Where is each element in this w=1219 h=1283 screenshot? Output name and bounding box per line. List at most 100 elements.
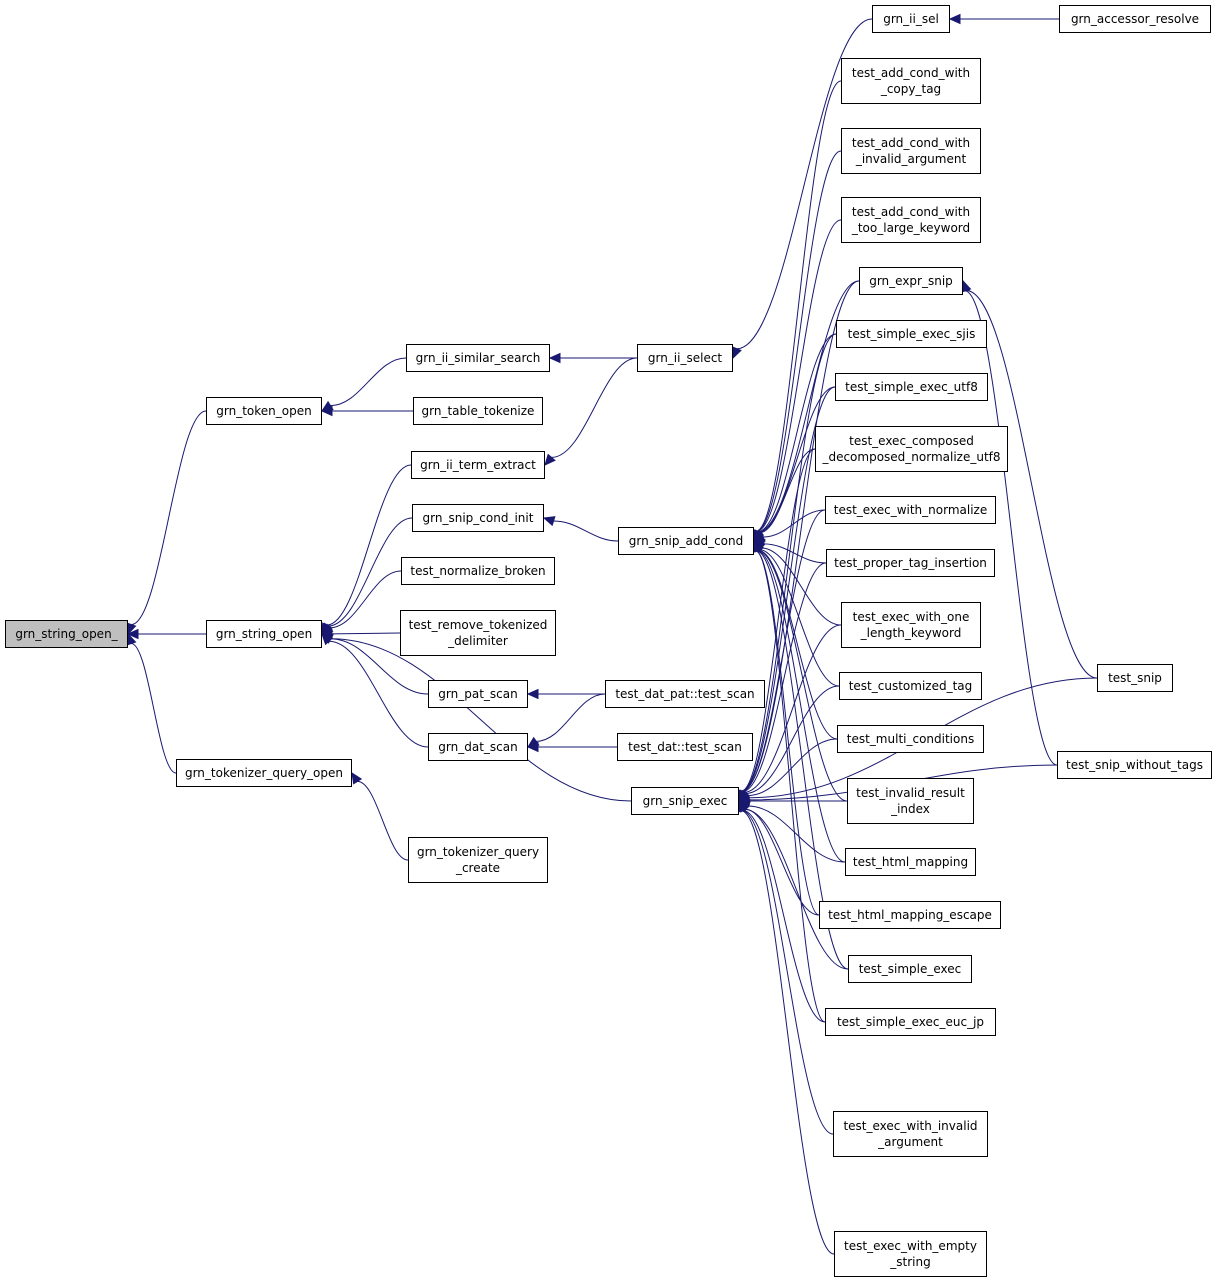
node-label-line2: _too_large_keyword bbox=[851, 221, 971, 235]
edge-test_exec_with_empty_string-to-grn_snip_exec bbox=[740, 810, 835, 1255]
node-label: grn_dat_scan bbox=[438, 740, 518, 754]
node-label: grn_token_open bbox=[216, 404, 312, 418]
edge-test_proper_tag_insertion-to-grn_snip_add_cond bbox=[763, 543, 827, 564]
node-label: test_multi_conditions bbox=[846, 732, 975, 746]
node-grn-tokenizer-query-create[interactable]: grn_tokenizer_query_create bbox=[408, 837, 548, 883]
node-label-line2: _create bbox=[455, 861, 501, 875]
edge-test_dat_pat_test_scan-to-grn_dat_scan bbox=[536, 693, 606, 742]
node-grn-accessor-resolve[interactable]: grn_accessor_resolve bbox=[1059, 5, 1211, 33]
edge-test_simple_exec_utf8-to-grn_snip_add_cond bbox=[758, 386, 836, 533]
node-label-line2: _index bbox=[891, 802, 930, 816]
edge-test_exec_with_normalize-to-grn_snip_add_cond bbox=[763, 509, 826, 538]
edge-grn_pat_scan-to-grn_string_open bbox=[330, 638, 429, 695]
node-label: test_simple_exec_sjis bbox=[847, 327, 976, 341]
node-grn-expr-snip[interactable]: grn_expr_snip bbox=[859, 267, 963, 295]
edge-test_html_mapping-to-grn_snip_exec bbox=[747, 805, 846, 863]
edge-grn_ii_similar_search-to-grn_token_open bbox=[330, 357, 407, 407]
node-test-add-cond-with-invalid-argument[interactable]: test_add_cond_with_invalid_argument bbox=[841, 128, 981, 174]
node-grn-string-open[interactable]: grn_string_open bbox=[206, 620, 322, 648]
edge-test_remove_tokenized_delimiter-to-grn_string_open bbox=[331, 632, 401, 635]
node-test-snip[interactable]: test_snip bbox=[1097, 664, 1173, 692]
node-grn-snip-cond-init[interactable]: grn_snip_cond_init bbox=[412, 504, 544, 532]
edge-grn_ii_term_extract-to-grn_string_open bbox=[326, 464, 412, 626]
node-test-exec-with-empty-string[interactable]: test_exec_with_empty_string bbox=[834, 1231, 987, 1277]
node-test-normalize-broken[interactable]: test_normalize_broken bbox=[401, 557, 555, 585]
node-label: test_dat_pat::test_scan bbox=[615, 687, 755, 701]
node-test-exec-with-invalid-argument[interactable]: test_exec_with_invalid_argument bbox=[833, 1111, 988, 1157]
edge-test_html_mapping-to-grn_snip_add_cond bbox=[756, 550, 846, 863]
node-grn-ii-sel[interactable]: grn_ii_sel bbox=[872, 5, 950, 33]
edge-test_exec_composed_decomposed_normalize_utf8-to-grn_snip_add_cond bbox=[759, 448, 816, 534]
edge-test_exec_with_one_length_keyword-to-grn_snip_add_cond bbox=[761, 547, 842, 626]
edge-test_exec_composed_decomposed_normalize_utf8-to-grn_snip_exec bbox=[740, 448, 816, 792]
node-grn-token-open[interactable]: grn_token_open bbox=[206, 397, 322, 425]
node-test-proper-tag-insertion[interactable]: test_proper_tag_insertion bbox=[826, 549, 995, 577]
node-label-line1: test_invalid_result bbox=[856, 786, 965, 800]
edge-test_html_mapping_escape-to-grn_snip_exec bbox=[744, 808, 820, 916]
node-label: grn_string_open_ bbox=[15, 627, 118, 641]
node-test-add-cond-with-copy-tag[interactable]: test_add_cond_with_copy_tag bbox=[841, 58, 981, 104]
node-grn-table-tokenize[interactable]: grn_table_tokenize bbox=[413, 397, 543, 425]
node-grn-ii-similar-search[interactable]: grn_ii_similar_search bbox=[406, 344, 550, 372]
edge-test_add_cond_with_too_large_keyword-to-grn_snip_add_cond bbox=[756, 219, 842, 532]
node-grn-string-open-underscore: grn_string_open_ bbox=[5, 620, 128, 648]
node-grn-dat-scan[interactable]: grn_dat_scan bbox=[428, 733, 528, 761]
node-test-customized-tag[interactable]: test_customized_tag bbox=[839, 672, 982, 700]
edge-test_snip_without_tags-to-grn_expr_snip bbox=[964, 290, 1058, 766]
node-test-snip-without-tags[interactable]: test_snip_without_tags bbox=[1057, 751, 1212, 779]
node-label-line1: test_remove_tokenized bbox=[408, 618, 548, 632]
edge-grn_tokenizer_query_create-to-grn_tokenizer_query_open bbox=[357, 780, 409, 861]
node-test-simple-exec-sjis[interactable]: test_simple_exec_sjis bbox=[836, 320, 987, 348]
node-test-multi-conditions[interactable]: test_multi_conditions bbox=[837, 725, 984, 753]
edge-test_exec_with_invalid_argument-to-grn_snip_exec bbox=[741, 810, 834, 1135]
edge-test_simple_exec_utf8-to-grn_snip_exec bbox=[741, 386, 836, 792]
edge-arrowhead bbox=[320, 633, 334, 644]
node-label: test_proper_tag_insertion bbox=[834, 556, 987, 570]
edge-grn_ii_select-to-grn_ii_term_extract bbox=[551, 357, 638, 458]
node-test-add-cond-with-too-large-keyword[interactable]: test_add_cond_with_too_large_keyword bbox=[841, 197, 981, 243]
edge-test_simple_exec_sjis-to-grn_snip_add_cond bbox=[757, 333, 837, 533]
node-grn-pat-scan[interactable]: grn_pat_scan bbox=[428, 680, 528, 708]
edge-grn_snip_exec-to-grn_string_open bbox=[330, 638, 632, 802]
node-label: grn_ii_term_extract bbox=[420, 458, 536, 472]
edge-test_exec_with_normalize-to-grn_snip_exec bbox=[741, 509, 826, 792]
node-label: grn_ii_select bbox=[647, 351, 723, 365]
node-grn-snip-add-cond[interactable]: grn_snip_add_cond bbox=[618, 527, 754, 555]
node-test-html-mapping-escape[interactable]: test_html_mapping_escape bbox=[819, 901, 1001, 929]
edge-test_proper_tag_insertion-to-grn_snip_exec bbox=[742, 562, 827, 793]
node-test-dat-test-scan[interactable]: test_dat::test_scan bbox=[617, 733, 753, 761]
node-label: test_snip_without_tags bbox=[1066, 758, 1203, 772]
edge-test_multi_conditions-to-grn_snip_add_cond bbox=[757, 549, 838, 740]
node-grn-ii-select[interactable]: grn_ii_select bbox=[637, 344, 733, 372]
edge-test_simple_exec-to-grn_snip_exec bbox=[744, 808, 849, 970]
node-label-line1: test_exec_composed bbox=[849, 434, 974, 448]
node-label-line2: _decomposed_normalize_utf8 bbox=[822, 450, 1001, 464]
node-grn-ii-term-extract[interactable]: grn_ii_term_extract bbox=[411, 451, 545, 479]
node-label-line2: _delimiter bbox=[448, 634, 508, 648]
node-test-exec-with-normalize[interactable]: test_exec_with_normalize bbox=[825, 496, 996, 524]
edge-arrowhead bbox=[948, 13, 961, 25]
edge-test_simple_exec_euc_jp-to-grn_snip_add_cond bbox=[755, 550, 826, 1023]
edge-arrowhead bbox=[544, 453, 556, 466]
node-test-remove-tokenized-delimiter[interactable]: test_remove_tokenized _delimiter bbox=[400, 610, 556, 656]
node-test-simple-exec-utf8[interactable]: test_simple_exec_utf8 bbox=[835, 373, 988, 401]
node-test-simple-exec[interactable]: test_simple_exec bbox=[848, 955, 972, 983]
node-test-exec-with-one-length-keyword[interactable]: test_exec_with_one_length_keyword bbox=[841, 602, 981, 648]
node-label-line2: _string bbox=[890, 1255, 931, 1269]
edge-test_simple_exec_euc_jp-to-grn_snip_exec bbox=[742, 809, 826, 1023]
edge-arrowhead bbox=[526, 741, 539, 753]
node-label: grn_ii_sel bbox=[883, 12, 939, 26]
node-grn-tokenizer-query-open[interactable]: grn_tokenizer_query_open bbox=[176, 759, 352, 787]
edge-test_customized_tag-to-grn_snip_add_cond bbox=[759, 549, 840, 687]
node-label: test_html_mapping bbox=[852, 855, 969, 869]
node-label-line1: test_add_cond_with bbox=[851, 136, 971, 150]
node-test-invalid-result-index[interactable]: test_invalid_result _index bbox=[847, 778, 974, 824]
edge-test_html_mapping_escape-to-grn_snip_add_cond bbox=[755, 550, 820, 916]
edge-test_snip-to-grn_expr_snip bbox=[966, 289, 1098, 679]
node-test-dat-pat-test-scan[interactable]: test_dat_pat::test_scan bbox=[605, 680, 765, 708]
node-test-html-mapping[interactable]: test_html_mapping bbox=[845, 848, 976, 876]
node-test-exec-composed-decomposed-normalize-utf8[interactable]: test_exec_composed _decomposed_normalize_… bbox=[815, 426, 1008, 472]
node-grn-snip-exec[interactable]: grn_snip_exec bbox=[631, 787, 739, 815]
node-test-simple-exec-euc-jp[interactable]: test_simple_exec_euc_jp bbox=[825, 1008, 996, 1036]
edge-test_exec_with_one_length_keyword-to-grn_snip_exec bbox=[743, 624, 842, 793]
